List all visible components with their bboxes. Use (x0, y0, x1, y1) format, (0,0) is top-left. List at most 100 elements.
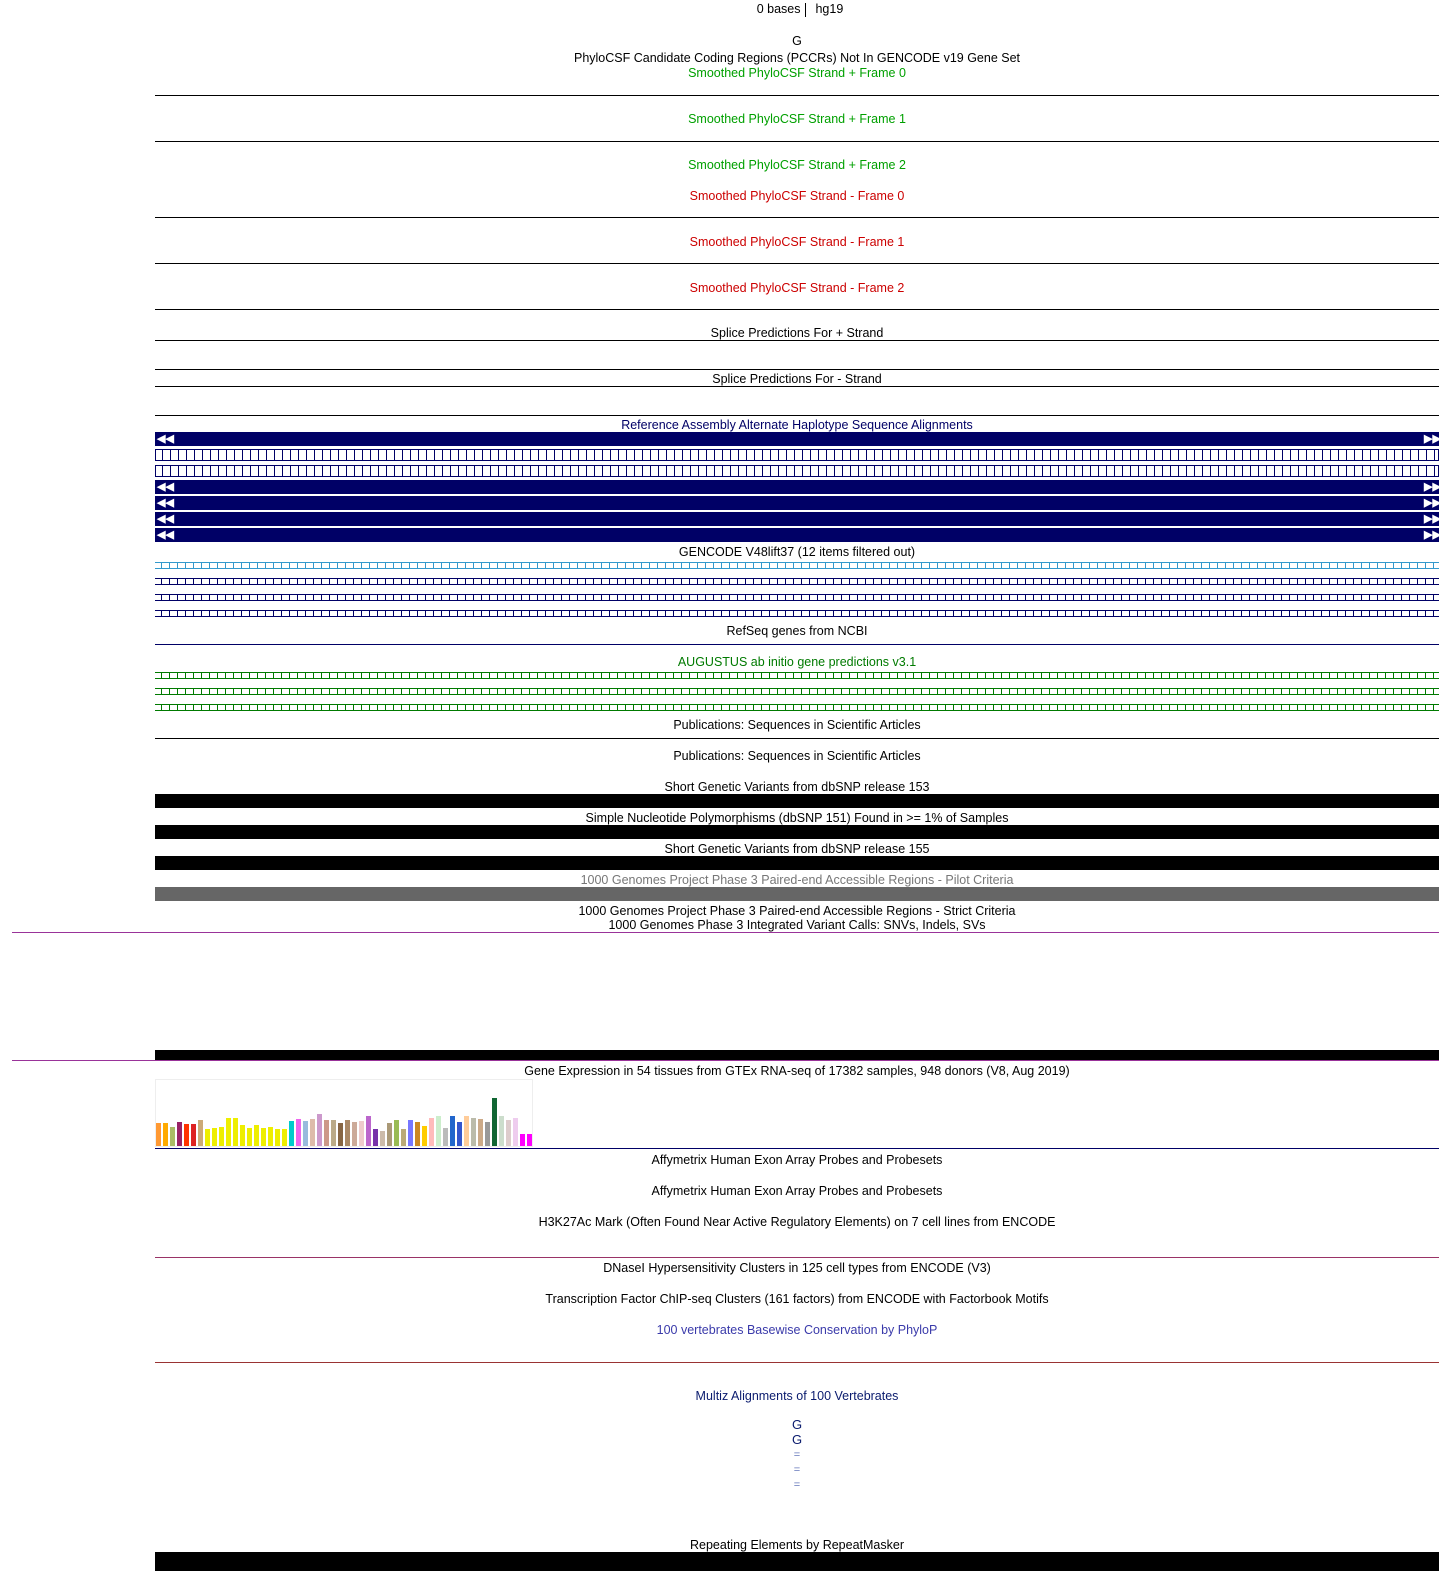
track-title-splice-plus[interactable]: Splice Predictions For + Strand (710, 326, 884, 340)
alignment-item[interactable] (155, 480, 1439, 494)
gtex-tissue-bar[interactable] (471, 1118, 476, 1146)
gtex-tissue-bar[interactable] (317, 1114, 322, 1146)
gtex-tissue-bar[interactable] (170, 1127, 175, 1146)
gtex-tissue-bar[interactable] (219, 1127, 224, 1146)
gtex-tissue-bar[interactable] (177, 1122, 182, 1146)
gtex-tissue-bar[interactable] (261, 1128, 266, 1146)
gtex-tissue-bar[interactable] (422, 1126, 427, 1146)
gtex-tissue-bar[interactable] (506, 1120, 511, 1146)
gene-model[interactable] (155, 704, 1439, 711)
gtex-tissue-bar[interactable] (240, 1125, 245, 1146)
gtex-tissue-bar[interactable] (527, 1134, 532, 1146)
track-title-phylocsf-plus-1[interactable]: Smoothed PhyloCSF Strand + Frame 1 (688, 112, 906, 126)
alignment-item[interactable] (155, 512, 1439, 526)
gtex-tissue-bar[interactable] (163, 1123, 168, 1146)
gtex-tissue-bar[interactable] (324, 1120, 329, 1146)
gtex-tissue-bar[interactable] (436, 1116, 441, 1146)
gene-model[interactable] (155, 610, 1439, 617)
gtex-tissue-bar[interactable] (268, 1127, 273, 1146)
track-title-phylocsf-plus-0[interactable]: Smoothed PhyloCSF Strand + Frame 0 (688, 66, 906, 80)
gtex-tissue-bar[interactable] (352, 1122, 357, 1146)
gtex-tissue-bar[interactable] (282, 1129, 287, 1146)
gtex-tissue-bar[interactable] (401, 1129, 406, 1146)
gtex-tissue-bar[interactable] (457, 1122, 462, 1146)
alignment-item[interactable] (155, 528, 1439, 542)
track-title-repeatmasker[interactable]: Repeating Elements by RepeatMasker (689, 1538, 904, 1552)
alignment-item[interactable] (155, 465, 1439, 477)
variant-item[interactable] (155, 1050, 1439, 1060)
gtex-tissue-bar[interactable] (450, 1116, 455, 1146)
variant-item[interactable] (155, 794, 1439, 808)
gtex-tissue-bar[interactable] (205, 1129, 210, 1146)
gtex-tissue-bar[interactable] (464, 1116, 469, 1146)
gtex-tissue-bar[interactable] (303, 1121, 308, 1146)
gtex-tissue-bar[interactable] (331, 1120, 336, 1146)
gtex-tissue-bar[interactable] (380, 1131, 385, 1146)
variant-item[interactable] (155, 856, 1439, 870)
track-title-snp151[interactable]: Simple Nucleotide Polymorphisms (dbSNP 1… (585, 811, 1009, 825)
gtex-tissue-bar[interactable] (485, 1122, 490, 1146)
gtex-tissue-bar[interactable] (359, 1121, 364, 1146)
alignment-item[interactable] (155, 496, 1439, 510)
track-title-gtex[interactable]: Gene Expression in 54 tissues from GTEx … (524, 1064, 1070, 1078)
track-title-affy[interactable]: Affymetrix Human Exon Array Probes and P… (651, 1184, 943, 1198)
track-title-splice-minus[interactable]: Splice Predictions For - Strand (712, 372, 882, 386)
track-title-phylocsf-plus-2[interactable]: Smoothed PhyloCSF Strand + Frame 2 (688, 158, 906, 172)
track-title-1kg-strict[interactable]: 1000 Genomes Project Phase 3 Paired-end … (578, 904, 1016, 918)
gtex-tissue-bar[interactable] (408, 1120, 413, 1146)
track-title-dnase[interactable]: DNaseI Hypersensitivity Clusters in 125 … (603, 1261, 991, 1275)
gene-model[interactable] (155, 688, 1439, 695)
gene-model[interactable] (155, 578, 1439, 585)
track-title-refseq[interactable]: RefSeq genes from NCBI (726, 624, 868, 638)
gene-model[interactable] (155, 644, 1439, 645)
gtex-tissue-bar[interactable] (191, 1124, 196, 1146)
track-title-tfbs[interactable]: Transcription Factor ChIP-seq Clusters (… (545, 1292, 1049, 1306)
gtex-tissue-bar[interactable] (373, 1129, 378, 1146)
gene-model[interactable] (155, 672, 1439, 679)
gtex-tissue-bar[interactable] (387, 1123, 392, 1146)
gtex-tissue-bar[interactable] (156, 1123, 161, 1146)
gtex-tissue-bar[interactable] (198, 1120, 203, 1146)
track-title-affy[interactable]: Affymetrix Human Exon Array Probes and P… (651, 1153, 943, 1167)
track-title-gencode[interactable]: GENCODE V48lift37 (12 items filtered out… (678, 545, 916, 559)
gtex-tissue-bar[interactable] (184, 1124, 189, 1146)
gtex-tissue-bar[interactable] (233, 1118, 238, 1146)
track-title-h3k27ac[interactable]: H3K27Ac Mark (Often Found Near Active Re… (538, 1215, 1056, 1229)
gtex-tissue-bar[interactable] (296, 1119, 301, 1146)
gene-model[interactable] (155, 562, 1439, 569)
alignment-item[interactable] (155, 449, 1439, 461)
gtex-tissue-bar[interactable] (247, 1128, 252, 1146)
track-title-dbsnp153[interactable]: Short Genetic Variants from dbSNP releas… (664, 780, 930, 794)
repeat-item[interactable] (155, 1552, 1439, 1571)
track-title-phylocsf-minus-2[interactable]: Smoothed PhyloCSF Strand - Frame 2 (689, 281, 905, 295)
accessible-region[interactable] (155, 887, 1439, 901)
gtex-tissue-bar[interactable] (394, 1120, 399, 1146)
gene-model[interactable] (155, 594, 1439, 601)
gtex-tissue-bar[interactable] (254, 1125, 259, 1146)
gtex-tissue-bar[interactable] (443, 1128, 448, 1146)
gtex-tissue-bar[interactable] (513, 1118, 518, 1146)
gtex-tissue-bar[interactable] (345, 1120, 350, 1146)
gtex-tissue-bar[interactable] (310, 1119, 315, 1146)
gtex-tissue-bar[interactable] (520, 1134, 525, 1146)
gtex-expression-chart[interactable] (155, 1079, 533, 1147)
track-title-1kg-calls[interactable]: 1000 Genomes Phase 3 Integrated Variant … (608, 918, 986, 932)
track-title-phylop[interactable]: 100 vertebrates Basewise Conservation by… (656, 1323, 938, 1337)
gtex-tissue-bar[interactable] (415, 1122, 420, 1146)
gtex-tissue-bar[interactable] (492, 1098, 497, 1146)
track-title-1kg-pilot[interactable]: 1000 Genomes Project Phase 3 Paired-end … (580, 873, 1014, 887)
gtex-tissue-bar[interactable] (226, 1118, 231, 1146)
track-title-pccr[interactable]: PhyloCSF Candidate Coding Regions (PCCRs… (573, 51, 1021, 65)
gtex-tissue-bar[interactable] (212, 1128, 217, 1146)
gtex-tissue-bar[interactable] (478, 1119, 483, 1146)
gtex-tissue-bar[interactable] (338, 1123, 343, 1146)
gtex-tissue-bar[interactable] (499, 1116, 504, 1146)
variant-item[interactable] (155, 825, 1439, 839)
track-title-multiz[interactable]: Multiz Alignments of 100 Vertebrates (695, 1389, 899, 1403)
alignment-item[interactable] (155, 432, 1439, 446)
track-title-phylocsf-minus-1[interactable]: Smoothed PhyloCSF Strand - Frame 1 (689, 235, 905, 249)
track-title-dbsnp155[interactable]: Short Genetic Variants from dbSNP releas… (664, 842, 930, 856)
gtex-tissue-bar[interactable] (289, 1121, 294, 1146)
gtex-tissue-bar[interactable] (366, 1116, 371, 1146)
gtex-tissue-bar[interactable] (275, 1129, 280, 1146)
